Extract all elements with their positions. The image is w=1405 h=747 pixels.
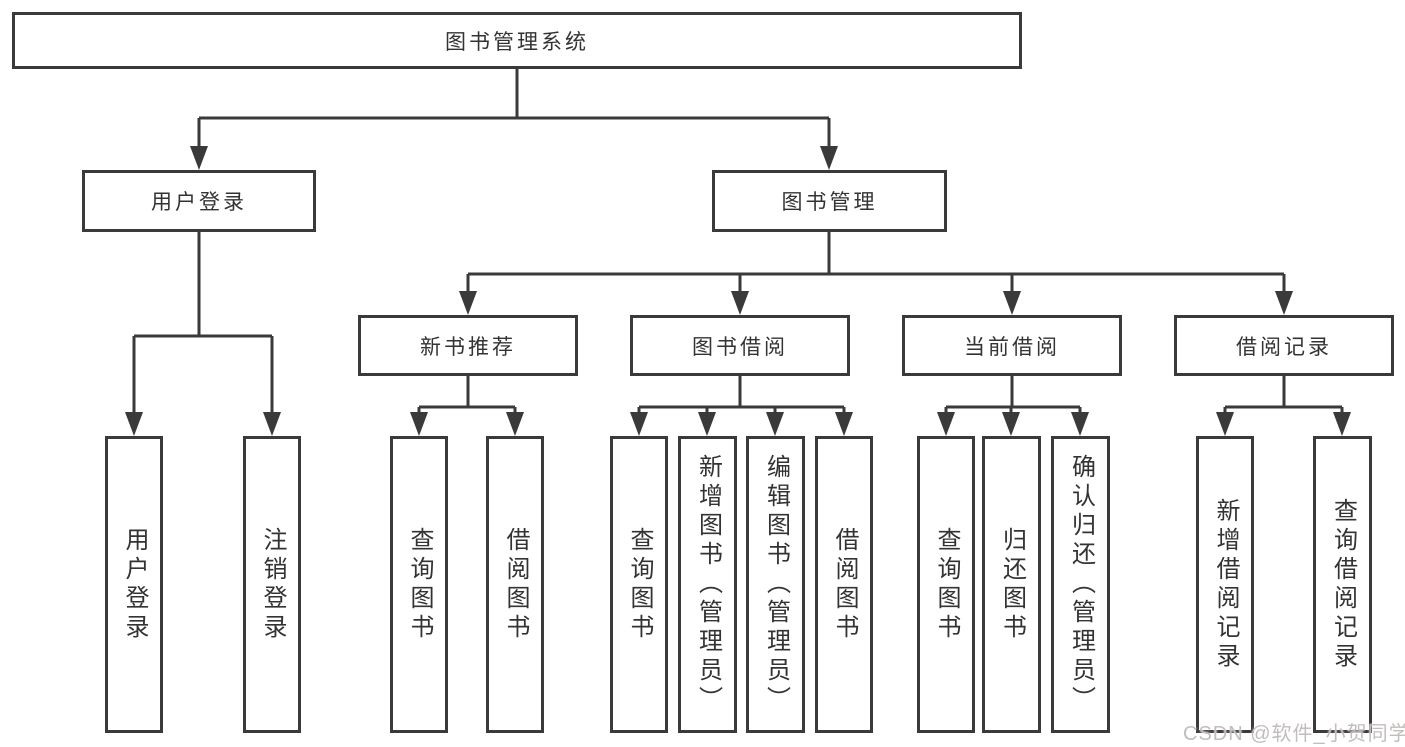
node-book-borrow: 图书借阅 (630, 315, 850, 376)
leaf-current-return-books: 归还图书 (982, 436, 1041, 733)
leaf-logout: 注销登录 (243, 436, 301, 733)
node-book-borrow-label: 图书借阅 (692, 335, 788, 359)
arrowheads (125, 146, 1351, 436)
leaf-records-query-record: 查询借阅记录 (1313, 436, 1372, 733)
node-borrow-records: 借阅记录 (1174, 315, 1394, 376)
leaf-current-confirm-return-admin-label: 确认归还（管理员） (1067, 454, 1095, 715)
node-root-label: 图书管理系统 (445, 30, 589, 54)
node-user-login-label: 用户登录 (151, 191, 247, 214)
node-borrow-records-label: 借阅记录 (1236, 335, 1332, 359)
leaf-borrow-query-books-label: 查询图书 (626, 526, 653, 643)
leaf-records-add-record: 新增借阅记录 (1196, 436, 1254, 733)
leaf-user-login: 用户登录 (105, 436, 163, 733)
leaf-logout-label: 注销登录 (259, 526, 286, 643)
leaf-borrow-query-books: 查询图书 (610, 436, 668, 733)
node-new-book-recommend: 新书推荐 (358, 315, 578, 376)
leaf-borrow-borrow-books: 借阅图书 (815, 436, 873, 733)
leaf-borrow-borrow-books-label: 借阅图书 (831, 526, 858, 643)
leaf-recommend-query-books: 查询图书 (390, 436, 448, 733)
node-current-borrow-label: 当前借阅 (964, 335, 1060, 359)
leaf-current-query-books-label: 查询图书 (933, 526, 960, 643)
leaf-current-return-books-label: 归还图书 (998, 526, 1026, 643)
leaf-user-login-label: 用户登录 (121, 526, 148, 643)
leaf-current-query-books: 查询图书 (917, 436, 975, 733)
leaf-borrow-edit-books-admin: 编辑图书（管理员） (746, 436, 805, 733)
leaf-records-query-record-label: 查询借阅记录 (1329, 497, 1357, 672)
leaf-recommend-borrow-books: 借阅图书 (486, 436, 544, 733)
leaf-records-add-record-label: 新增借阅记录 (1212, 497, 1239, 672)
leaf-borrow-add-books-admin: 新增图书（管理员） (678, 436, 737, 733)
leaf-borrow-edit-books-admin-label: 编辑图书（管理员） (762, 454, 790, 715)
node-book-management-label: 图书管理 (781, 191, 878, 214)
leaf-current-confirm-return-admin: 确认归还（管理员） (1051, 436, 1110, 733)
node-new-book-recommend-label: 新书推荐 (420, 335, 516, 359)
node-user-login: 用户登录 (82, 170, 316, 232)
node-current-borrow: 当前借阅 (902, 315, 1122, 376)
leaf-recommend-query-books-label: 查询图书 (406, 526, 433, 643)
node-book-management: 图书管理 (712, 170, 947, 232)
csdn-watermark: CSDN @软件_小贺同学 (1183, 723, 1405, 745)
leaf-recommend-borrow-books-label: 借阅图书 (502, 526, 529, 643)
leaf-borrow-add-books-admin-label: 新增图书（管理员） (694, 454, 722, 715)
node-root: 图书管理系统 (12, 12, 1022, 69)
